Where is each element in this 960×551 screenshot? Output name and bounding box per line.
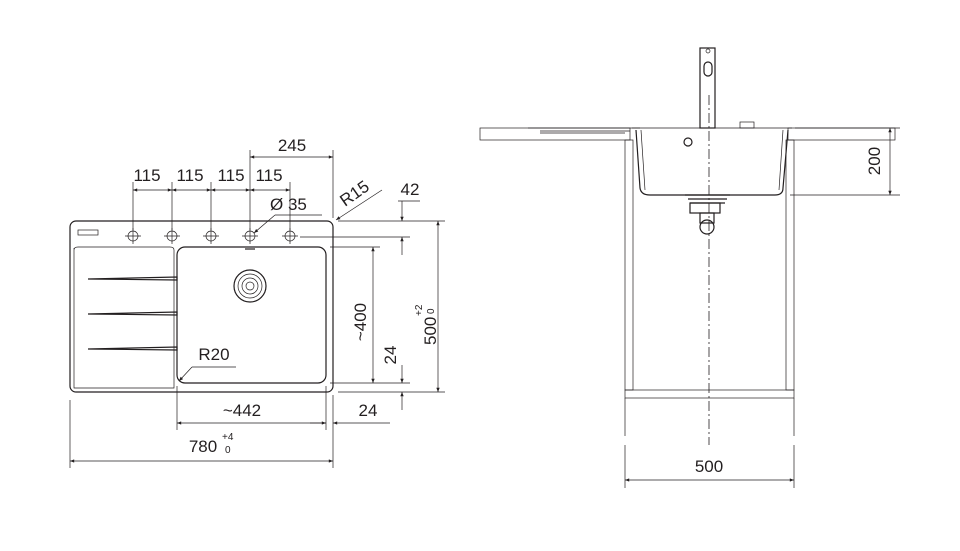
countertop-right	[787, 127, 896, 141]
width-tol-upper: +4	[222, 432, 234, 443]
dim-bowl-depth: ~400	[351, 303, 370, 341]
dim-24-horizontal: 24	[359, 401, 378, 420]
dim-cabinet-width: 500	[695, 457, 723, 476]
cabinet-bottom	[624, 389, 795, 399]
waste-trap-icon	[685, 194, 730, 235]
dim-42: 42	[401, 180, 420, 199]
tap-holes	[125, 228, 298, 244]
tap-button	[739, 121, 755, 129]
section-view: 200 500	[479, 47, 900, 488]
cabinet-wall-right	[785, 139, 795, 391]
dim-115-3: 115	[217, 166, 244, 185]
dim-r20: R20	[198, 345, 229, 364]
depth-tol-lower: 0	[426, 308, 437, 314]
dim-500-depth: 500	[421, 317, 440, 345]
dim-115-1: 115	[133, 166, 160, 185]
logo-plate	[77, 229, 99, 236]
dim-bowl-width: ~442	[223, 401, 261, 420]
dim-hole-diameter: Ø 35	[270, 195, 307, 214]
sink-outline	[69, 220, 334, 393]
tap-icon	[699, 47, 716, 129]
width-tol-lower: 0	[225, 445, 231, 456]
plan-view: 115 115 115 115 245 R15 Ø 35 42 500 +2 0…	[69, 136, 445, 468]
dim-115-4: 115	[255, 166, 282, 185]
drain-icon	[233, 269, 267, 303]
bowl-section	[635, 129, 789, 196]
dim-780-width: 780	[189, 437, 217, 456]
dim-bowl-height: 200	[865, 147, 884, 175]
drainboard-outline	[73, 246, 175, 389]
dim-115-2: 115	[176, 166, 203, 185]
dim-24-vertical: 24	[381, 346, 400, 365]
countertop-left	[479, 127, 631, 141]
drainboard-section	[528, 127, 640, 134]
dim-245: 245	[278, 136, 306, 155]
dim-r15: R15	[336, 177, 372, 210]
drainboard-ribs	[87, 276, 178, 351]
cabinet-wall-left	[624, 139, 634, 391]
overflow-icon	[683, 137, 693, 147]
depth-tol-upper: +2	[414, 304, 425, 316]
